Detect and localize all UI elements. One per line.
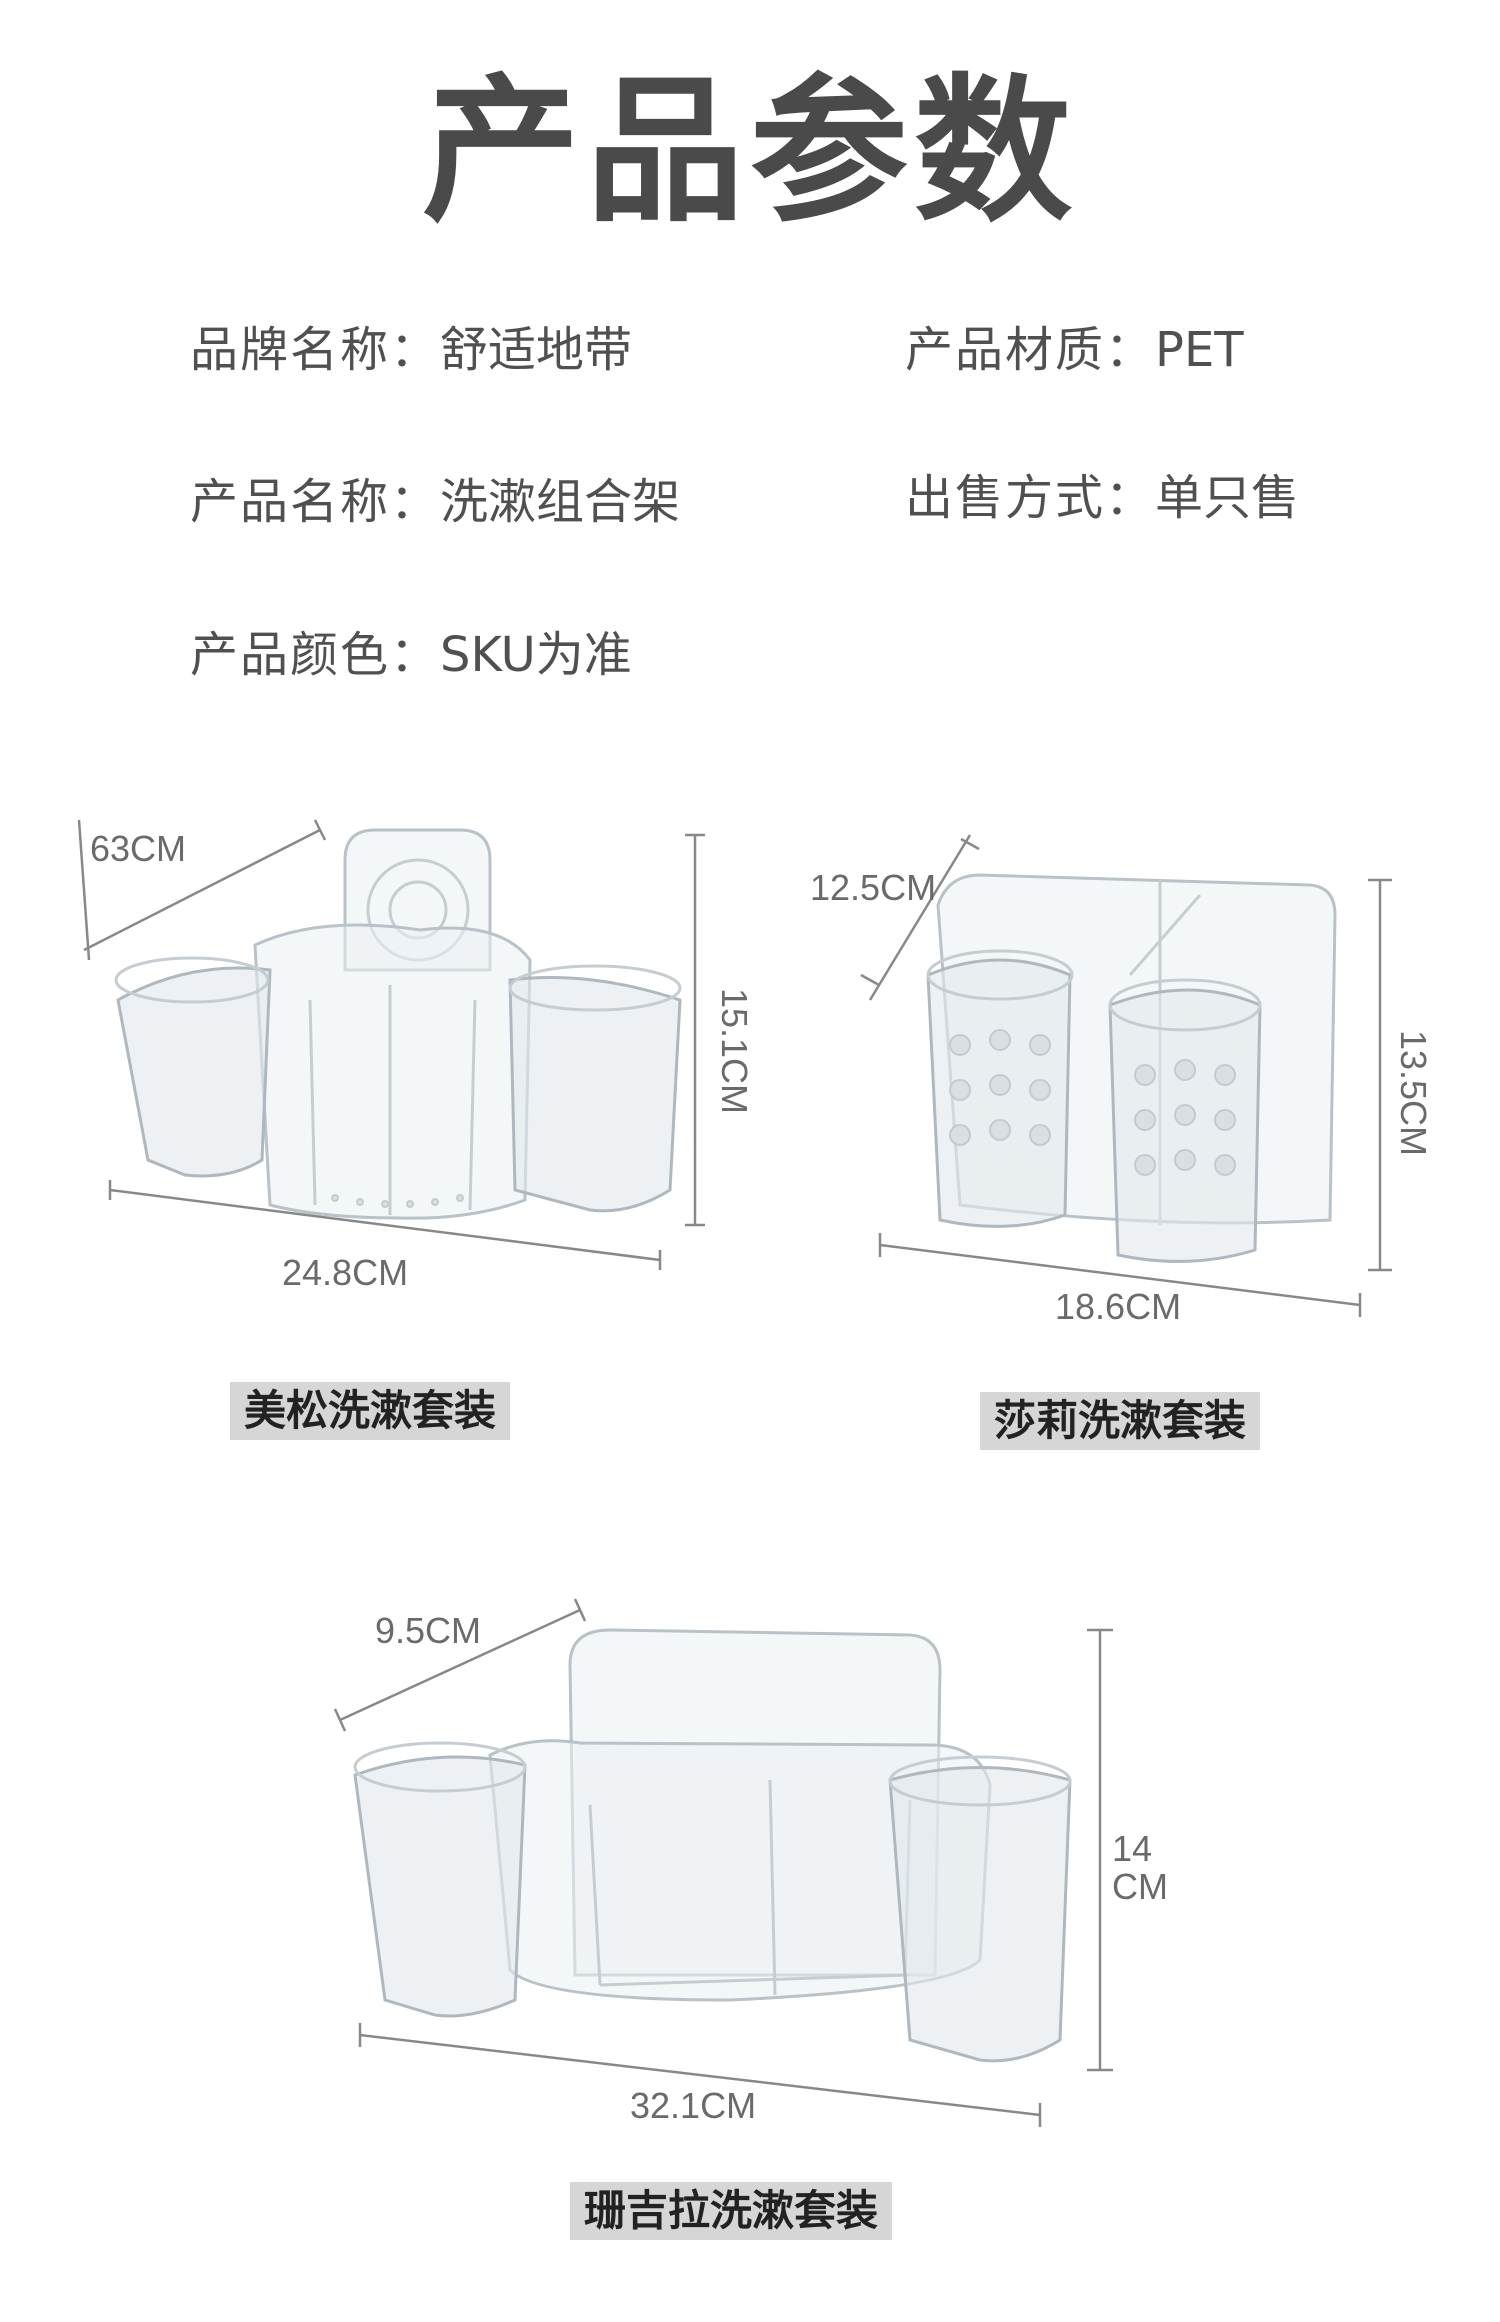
param-sale: 出售方式：单只售	[905, 468, 1299, 528]
param-name-label: 产品名称：	[190, 474, 441, 530]
param-name-value: 洗漱组合架	[440, 474, 681, 530]
dim-width-2: 18.6CM	[1055, 1286, 1182, 1327]
param-color: 产品颜色：SKU为准	[190, 625, 632, 685]
product-image-2	[860, 834, 1392, 1317]
param-color-value: SKU为准	[440, 627, 632, 683]
param-sale-label: 出售方式：	[905, 470, 1156, 526]
param-sale-value: 单只售	[1155, 470, 1300, 526]
product-name-2: 莎莉洗漱套装	[980, 1392, 1261, 1450]
dim-width-3: 32.1CM	[630, 2085, 757, 2126]
depth-line-2	[868, 834, 972, 1001]
width-line-2	[879, 1243, 1361, 1307]
param-brand-label: 品牌名称：	[190, 322, 441, 378]
product-name-1: 美松洗漱套装	[230, 1382, 511, 1440]
param-color-label: 产品颜色：	[190, 627, 441, 683]
dim-height-3-value: 14	[1112, 1828, 1153, 1869]
dim-depth-1: 63CM	[90, 828, 187, 869]
product-name-3: 珊吉拉洗漱套装	[570, 2182, 893, 2240]
param-material-label: 产品材质：	[905, 322, 1156, 378]
product-image-3	[333, 1598, 1113, 2127]
dim-height-3-unit: CM	[1112, 1866, 1168, 1907]
param-brand: 品牌名称：舒适地带	[190, 320, 632, 380]
depth-line-1	[83, 828, 321, 952]
dim-height-2: 13.5CM	[1393, 1029, 1435, 1157]
dim-depth-3: 9.5CM	[375, 1610, 482, 1651]
param-brand-value: 舒适地带	[440, 322, 633, 378]
dim-depth-2: 12.5CM	[810, 867, 937, 908]
dim-height-3: 14 CM	[1112, 1830, 1168, 1906]
depth-line-3	[339, 1608, 581, 1722]
dim-height-1: 15.1CM	[714, 987, 756, 1115]
width-line-1	[109, 1188, 661, 1262]
product-image-1	[77, 819, 705, 1270]
width-line-3	[359, 2033, 1041, 2117]
param-material-value: PET	[1155, 322, 1244, 378]
page-title: 产品参数	[422, 60, 1078, 244]
param-name: 产品名称：洗漱组合架	[190, 472, 680, 532]
param-material: 产品材质：PET	[905, 320, 1244, 380]
dim-width-1: 24.8CM	[282, 1252, 409, 1293]
